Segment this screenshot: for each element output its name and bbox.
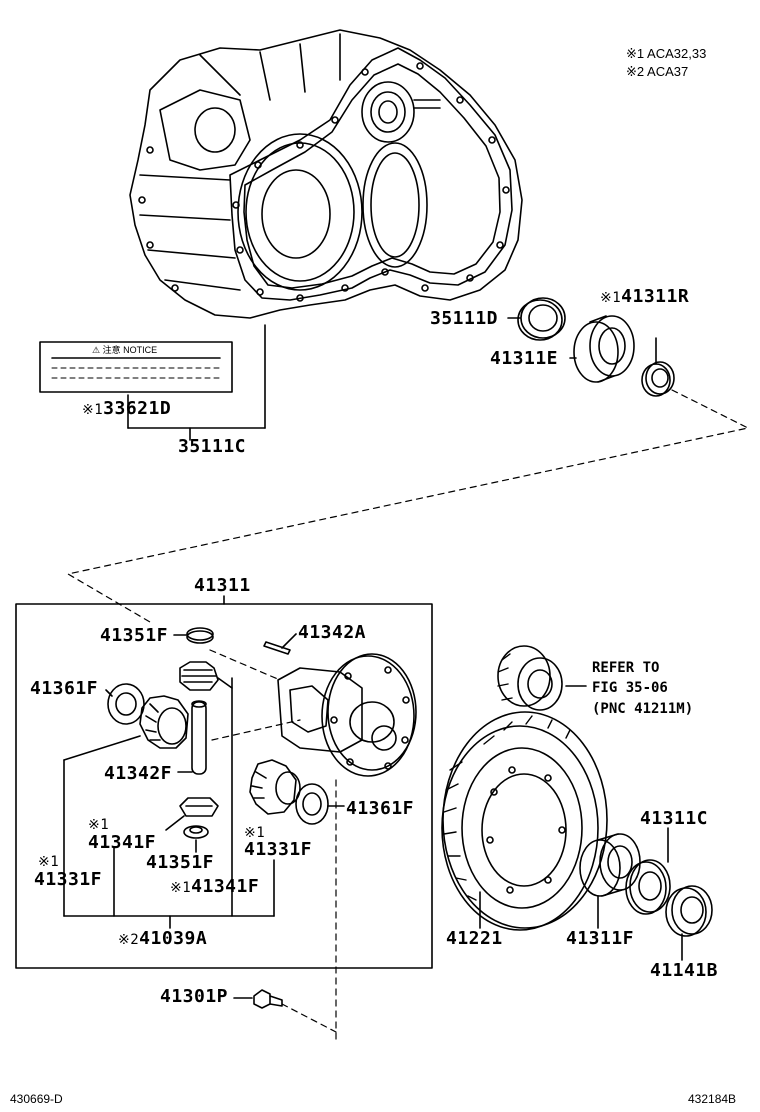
part-label-41141B[interactable]: 41141B <box>650 960 719 981</box>
part-label-41311E[interactable]: 41311E <box>490 348 559 369</box>
part-number: 41341F <box>191 876 260 897</box>
leader-35111C <box>127 324 266 441</box>
part-number-41331F-mid[interactable]: 41331F <box>244 839 313 860</box>
part-label-35111D[interactable]: 35111D <box>430 308 499 329</box>
bearing-41311E <box>569 315 635 383</box>
note-2-text: ACA37 <box>647 64 689 79</box>
drive-pinion-gear <box>497 645 587 711</box>
refer-line-2: FIG 35-06 <box>592 680 668 697</box>
caution-label-title: ⚠ 注意 NOTICE <box>92 345 158 355</box>
side-gear-right <box>249 759 301 815</box>
note-mark: ※1 <box>600 290 622 306</box>
part-number-41341F-left[interactable]: 41341F <box>88 832 157 853</box>
leader-41039A <box>63 677 275 929</box>
part-label-41311R[interactable]: ※141311R <box>600 288 689 306</box>
note-mark: ※1 <box>170 880 192 896</box>
differential-case <box>277 653 417 777</box>
footer-left-code: 430669-D <box>10 1092 63 1106</box>
footer-right-code: 432184B <box>688 1092 737 1106</box>
note-1-mark: ※1 <box>626 46 645 61</box>
part-label-41361F-right[interactable]: 41361F <box>346 798 415 819</box>
part-label-41342A[interactable]: 41342A <box>298 622 367 643</box>
model-note-2: ※2 ACA37 <box>626 64 688 80</box>
pin-41342A <box>263 633 297 655</box>
washer-41361F-left <box>107 683 145 725</box>
note-mark: ※1 <box>244 825 266 841</box>
part-label-41331F-left[interactable]: ※1 <box>38 852 59 870</box>
note-mark: ※1 <box>38 854 60 870</box>
diff-case-kit-box <box>15 603 433 969</box>
note-1-text: ACA32,33 <box>647 46 707 61</box>
part-label-41351F-bottom[interactable]: 41351F <box>146 852 215 873</box>
part-label-41311C[interactable]: 41311C <box>640 808 709 829</box>
note-mark: ※1 <box>82 402 104 418</box>
part-label-41331F-mid[interactable]: ※1 <box>244 823 265 841</box>
part-label-41221[interactable]: 41221 <box>446 928 503 949</box>
part-label-41361F-left[interactable]: 41361F <box>30 678 99 699</box>
transaxle-housing <box>129 29 523 319</box>
dashed-centerline-upper <box>67 389 749 623</box>
part-label-35111C[interactable]: 35111C <box>178 436 247 457</box>
part-number: 41039A <box>139 928 208 949</box>
ring-gear <box>441 711 608 931</box>
pinion-gear-bottom <box>179 797 219 817</box>
dashed-center-diff <box>209 649 337 1041</box>
part-label-41301P[interactable]: 41301P <box>160 986 229 1007</box>
part-number: 33621D <box>103 398 172 419</box>
part-number-41331F-left[interactable]: 41331F <box>34 869 103 890</box>
bolt-41301P <box>253 989 283 1009</box>
seal-35111D <box>507 297 566 341</box>
washer-41351F-bottom <box>183 825 209 839</box>
part-label-41351F-top[interactable]: 41351F <box>100 625 169 646</box>
washer-41361F-right <box>295 783 329 825</box>
dashed-bolt-line <box>281 1003 337 1033</box>
washer-41351F-top <box>186 627 214 644</box>
model-note-1: ※1 ACA32,33 <box>626 46 706 62</box>
shim-41311R <box>641 337 675 397</box>
part-label-41311F[interactable]: 41311F <box>566 928 635 949</box>
refer-line-1: REFER TO <box>592 660 660 676</box>
part-label-41341F-bottom[interactable]: ※141341F <box>170 878 259 896</box>
refer-note: REFER TO FIG 35-06 (PNC 41211M) <box>592 658 693 719</box>
part-label-41342F[interactable]: 41342F <box>104 763 173 784</box>
part-label-41311[interactable]: 41311 <box>194 575 251 596</box>
note-mark: ※1 <box>88 817 110 833</box>
caution-label-graphic <box>39 341 233 393</box>
note-2-mark: ※2 <box>626 64 645 79</box>
side-gear-left <box>139 695 189 749</box>
shaft-41342F <box>191 700 207 775</box>
part-label-41039A[interactable]: ※241039A <box>118 930 207 948</box>
seal-41141B <box>665 885 713 937</box>
part-number: 41311R <box>621 286 690 307</box>
bearing-41311F <box>579 833 641 897</box>
shim-41311C <box>625 859 671 915</box>
note-mark: ※2 <box>118 932 140 948</box>
part-label-41341F-left[interactable]: ※1 <box>88 815 109 833</box>
refer-line-3: (PNC 41211M) <box>592 700 694 717</box>
pinion-gear-top <box>179 661 219 691</box>
part-label-33621D[interactable]: ※133621D <box>82 400 171 418</box>
